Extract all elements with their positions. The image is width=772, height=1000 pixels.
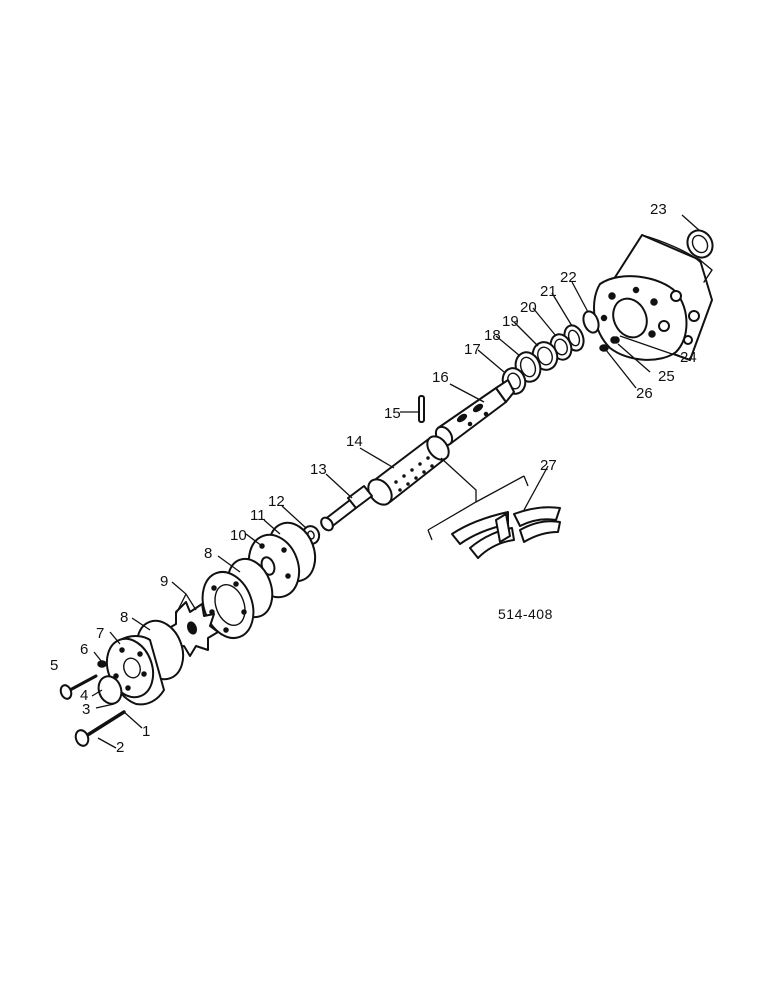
callout-8a: 8 [204,545,212,562]
callout-2: 2 [116,739,124,756]
callout-14: 14 [346,433,363,450]
callout-22: 22 [560,269,577,286]
callout-11: 11 [250,507,266,524]
callout-27: 27 [540,457,557,474]
figure-code: 514-408 [498,606,553,622]
callout-25: 25 [658,368,675,385]
callout-6: 6 [80,641,88,658]
callout-5: 5 [50,657,58,674]
part-1-2-long-bolt [74,710,126,747]
callout-8b: 8 [120,609,128,626]
callout-15: 15 [384,405,401,422]
callout-3: 3 [82,701,90,718]
part-16-spool [434,379,515,447]
callout-9: 9 [160,573,168,590]
part-27-bearing-shells [427,457,561,559]
callout-1: 1 [142,723,150,740]
callout-26: 26 [636,385,653,402]
gerotor-ring [201,571,255,639]
callout-16: 16 [432,369,449,386]
callout-13: 13 [310,461,327,478]
callout-23: 23 [650,201,667,218]
callout-10: 10 [230,527,247,544]
callout-17: 17 [464,341,481,358]
callout-19: 19 [502,313,519,330]
callout-4: 4 [80,687,88,704]
callouts: 23 22 21 20 19 18 17 16 15 14 13 12 11 1… [50,201,697,756]
callout-20: 20 [520,299,537,316]
callout-7: 7 [96,625,104,642]
part-13-drive-shaft [320,485,373,532]
callout-12: 12 [268,493,285,510]
sleeve-texture [394,456,434,492]
part-15-pin [418,395,425,423]
part-23-ring [686,229,714,259]
part-4-o-ring [97,675,123,705]
leader-lines [91,214,701,749]
part-24-housing [593,234,713,361]
callout-21: 21 [540,283,557,300]
part-5-bolt [59,674,98,700]
part-26-ball [599,344,609,352]
callout-24: 24 [680,349,697,366]
part-25-plug [612,336,620,344]
part-14-sleeve [367,435,450,506]
callout-18: 18 [484,327,501,344]
